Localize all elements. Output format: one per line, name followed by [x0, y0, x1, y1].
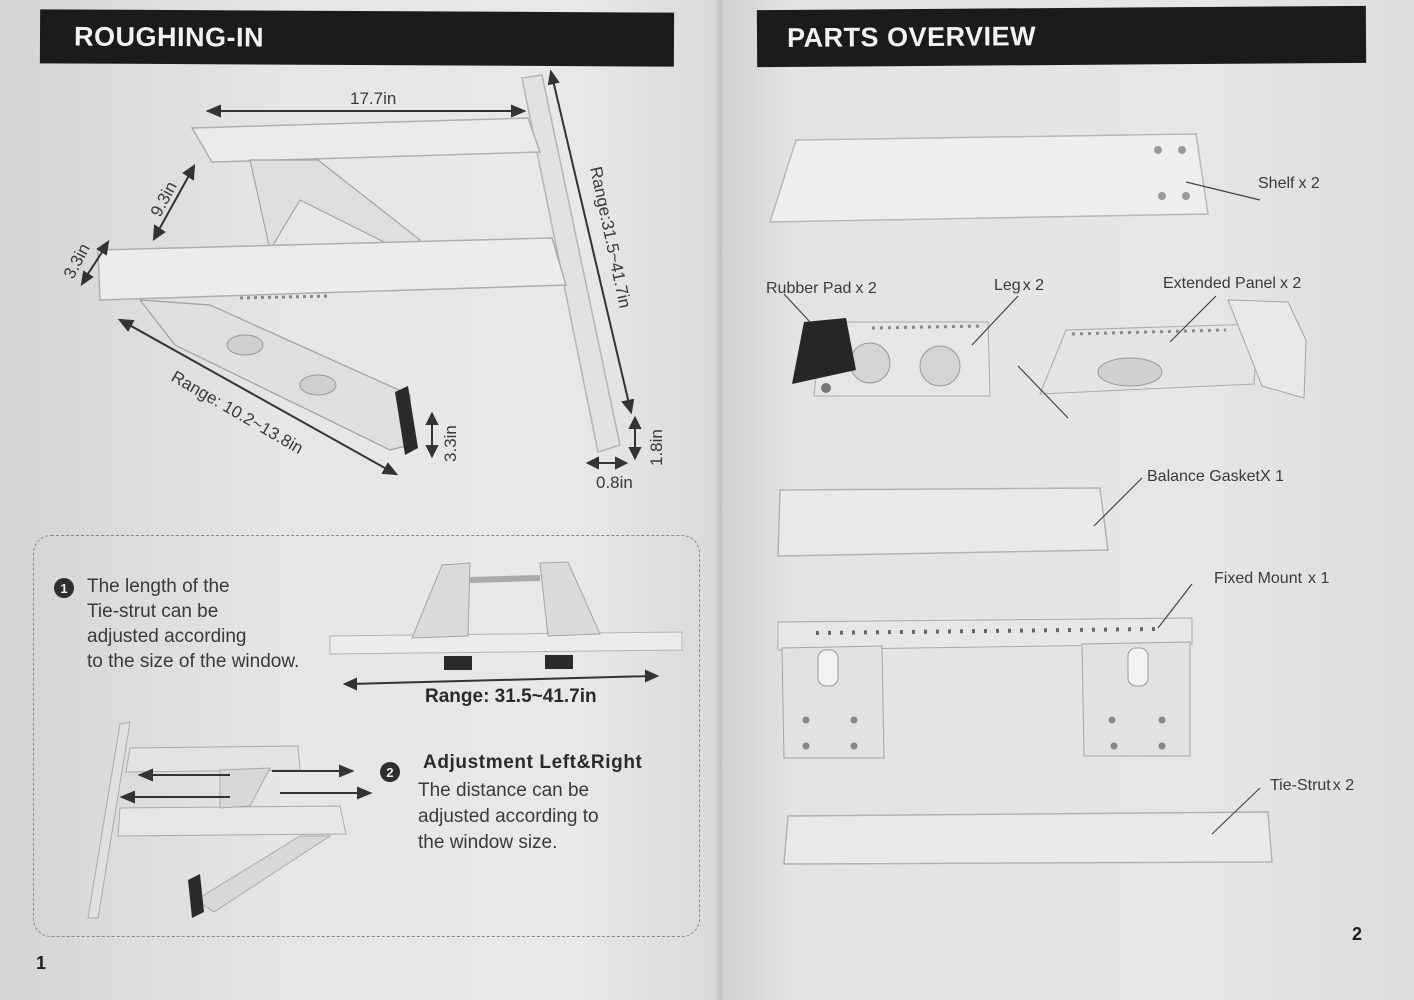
extended-panel-bracket	[1227, 299, 1307, 399]
rubber-pad-part	[792, 318, 856, 384]
rubber-pad-shape	[395, 386, 418, 455]
fixed-mount-bar	[777, 617, 1193, 651]
tie-pad-1	[444, 656, 472, 670]
note-1-line-3: adjusted according	[87, 626, 247, 647]
pad-height-label: 3.3in	[441, 425, 460, 462]
adj-shelf-lower	[117, 805, 347, 837]
upper-leg-shape	[249, 159, 422, 252]
adj-leg-upper	[219, 767, 271, 809]
note-2-line-1: The distance can be	[418, 780, 590, 801]
mount-range-label: Range:31.5~41.7in	[586, 165, 635, 310]
tie-strut-shelf-2	[539, 561, 601, 637]
note-2-line-3: the window size.	[418, 832, 558, 853]
page-number-right: 2	[1352, 924, 1363, 944]
tie-strut-shelf-1	[411, 562, 471, 639]
tie-pad-2	[545, 655, 573, 669]
tie-strut-part	[783, 811, 1273, 865]
fixed-mount-left-plate	[781, 645, 885, 759]
fixed-mount-right-plate	[1081, 641, 1191, 757]
left-page: ROUGHING-IN	[0, 0, 722, 1000]
shelf-holes	[239, 294, 331, 300]
shelf-part	[768, 133, 1209, 223]
tie-strut-range-label: Range: 31.5~41.7in	[425, 686, 597, 707]
note-2: 2 Adjustment Left&Right The distance can…	[380, 752, 700, 856]
note-1-line-4: to the size of the window.	[87, 651, 300, 672]
roughing-in-diagram: 17.7in 9.3in 3.3in Range: 10.2~13.8in 3.…	[60, 69, 683, 919]
balance-gasket-label: Balance GasketX 1	[1147, 468, 1284, 485]
mount-thickness-label: 1.8in	[647, 429, 666, 466]
balance-gasket-part	[777, 487, 1109, 557]
tie-strut-cross	[469, 575, 541, 583]
adj-pad	[188, 874, 204, 918]
page-number-left: 1	[36, 953, 47, 973]
note-1-line-1: The length of the	[87, 576, 230, 597]
note-2-number: 2	[380, 762, 400, 782]
note-2-line-2: adjusted according to	[418, 806, 599, 827]
mount-bar-shape	[521, 74, 621, 453]
leg-hole-1	[226, 334, 264, 356]
adj-leg-lower	[195, 835, 332, 913]
adjustment-notes-box	[33, 535, 700, 937]
extended-panel-part	[1039, 323, 1259, 395]
adj-mount-bar	[87, 721, 131, 919]
mount-width-label: 0.8in	[596, 473, 633, 492]
note-2-title: Adjustment Left&Right	[423, 752, 643, 773]
upper-shelf-shape	[190, 117, 542, 163]
lower-shelf-shape	[97, 237, 567, 301]
width-top-label: 17.7in	[350, 89, 396, 108]
leg-hole-2	[299, 374, 337, 396]
note-1-number: 1	[54, 578, 74, 598]
note-1: 1 The length of the Tie-strut can be adj…	[54, 574, 344, 674]
note-1-line-2: Tie-strut can be	[87, 601, 219, 622]
